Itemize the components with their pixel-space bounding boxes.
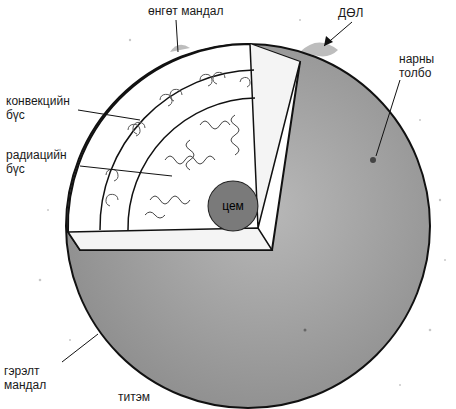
part-label: ДӨЛ [338, 6, 378, 20]
part-label: радиацийн бүс [6, 148, 82, 176]
part-label: конвекцийн бүс [6, 94, 82, 122]
part-label: гэрэлт мандал [4, 364, 64, 392]
part-label: титэм [118, 390, 178, 404]
core-circle: цем [207, 180, 259, 232]
part-label: өнгөт мандал [148, 4, 258, 18]
part-label: нарны толбо [399, 52, 453, 80]
core-label: цем [222, 199, 244, 213]
